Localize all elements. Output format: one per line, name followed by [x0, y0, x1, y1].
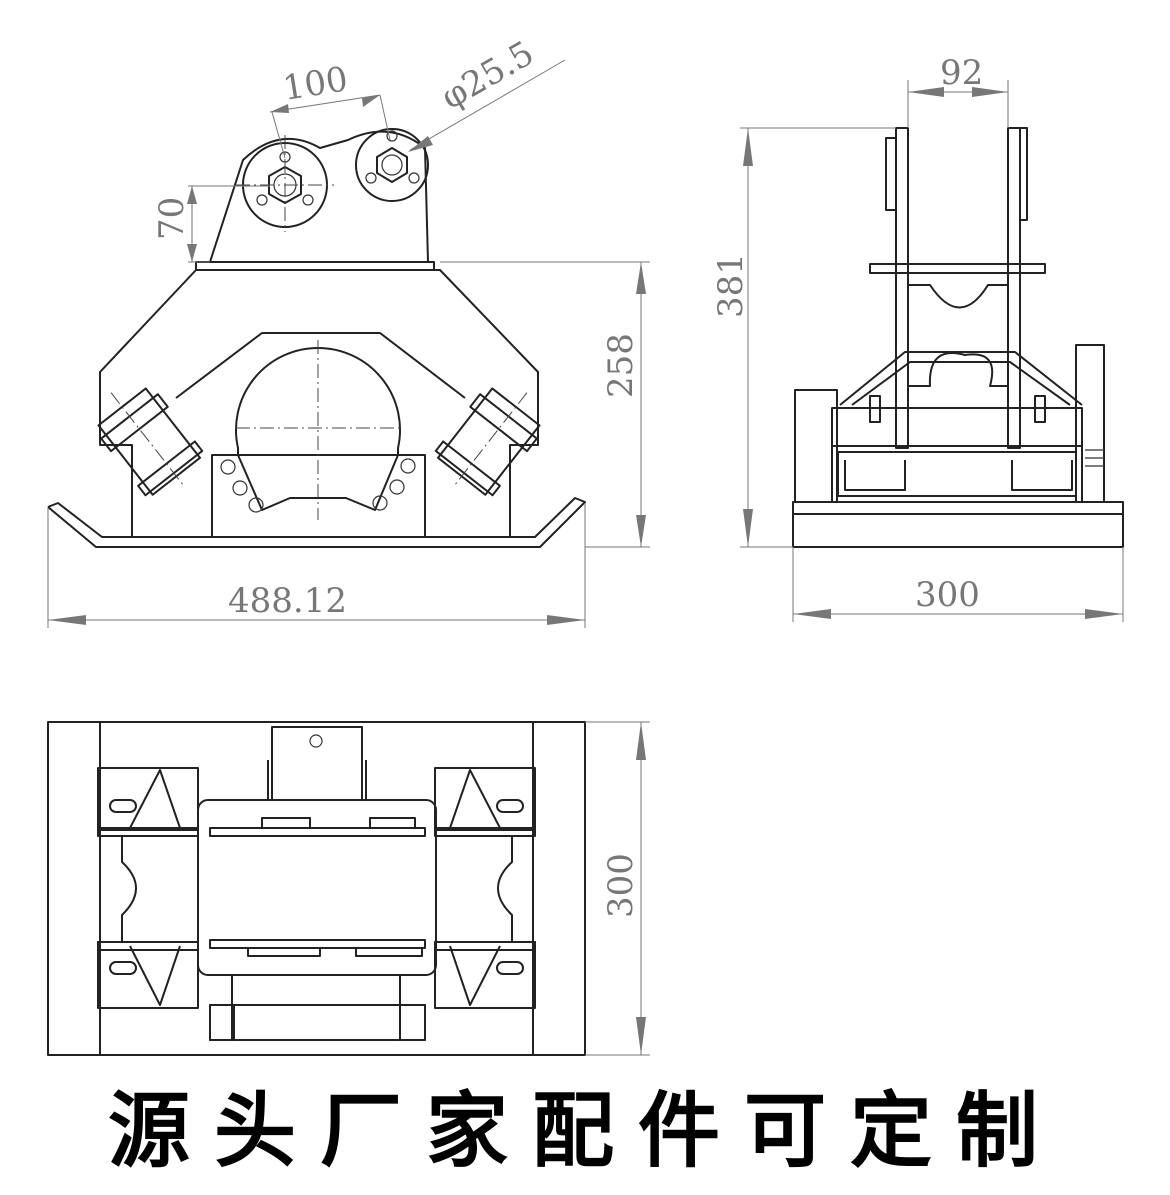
front-center-cavity — [235, 347, 401, 456]
front-hood — [99, 269, 539, 538]
front-mount-bracket — [209, 130, 429, 263]
dim-body-height: 258 — [601, 333, 641, 398]
tagline: 源头厂家配件可定制 — [107, 1084, 1062, 1179]
front-bracket — [211, 454, 426, 538]
side-base-plate — [792, 501, 1124, 548]
front-inner-frame — [175, 332, 466, 399]
top-view — [47, 721, 586, 1056]
front-view — [47, 128, 586, 548]
dim-top-plate-width: 300 — [601, 853, 641, 918]
dim-side-top-width: 92 — [940, 53, 983, 93]
side-view — [792, 127, 1124, 548]
top-base-plate — [47, 721, 586, 1056]
dim-total-height: 381 — [711, 253, 751, 318]
dim-plate-length: 488.12 — [228, 581, 347, 621]
dim-side-plate-width: 300 — [915, 575, 980, 615]
front-base-plate — [47, 497, 586, 548]
technical-drawing: 100 φ25.5 70 258 488.12 — [47, 33, 1124, 1056]
side-dimensions: 92 381 300 — [711, 53, 1124, 622]
dim-pin-offset: 70 — [152, 197, 192, 240]
top-dimensions: 300 — [585, 721, 650, 1056]
